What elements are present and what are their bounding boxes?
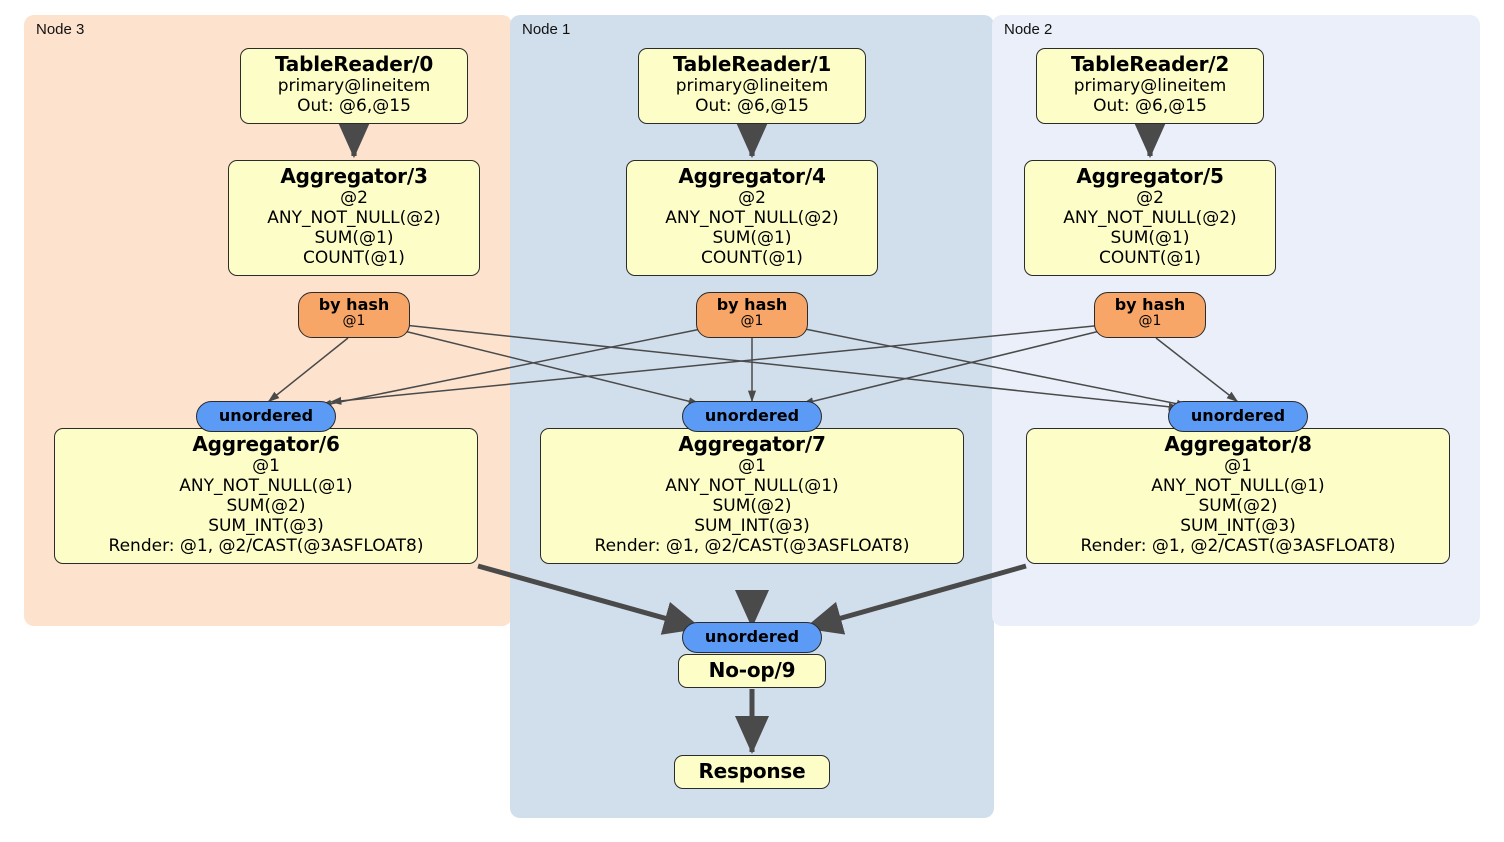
hash-router-node-1[interactable]: by hash @1 [696, 292, 808, 338]
hash-router-column: @1 [740, 312, 764, 329]
processor-detail-line: SUM_INT(@3) [1180, 516, 1296, 537]
processor-detail-line: SUM(@1) [712, 228, 792, 249]
processor-title: TableReader/1 [672, 52, 832, 76]
processor-detail-line: primary@lineitem [277, 76, 431, 97]
processor-detail-line: ANY_NOT_NULL(@1) [179, 476, 353, 497]
node-panel-label-node-1: Node 1 [522, 21, 571, 38]
hash-router-label: by hash [318, 295, 390, 314]
hash-router-node-3[interactable]: by hash @1 [298, 292, 410, 338]
processor-detail-line: Out: @6,@15 [297, 96, 411, 117]
unordered-synchronizer-node-3[interactable]: unordered [196, 401, 336, 432]
processor-detail-line: COUNT(@1) [303, 248, 405, 269]
processor-detail-line: @2 [738, 188, 766, 209]
processor-title: No-op/9 [708, 658, 796, 682]
unordered-label: unordered [704, 627, 800, 646]
processor-title: TableReader/0 [274, 52, 434, 76]
processor-detail-line: primary@lineitem [1073, 76, 1227, 97]
processor-title: Response [698, 759, 806, 783]
processor-box-aggregator-4[interactable]: Aggregator/4 @2 ANY_NOT_NULL(@2) SUM(@1)… [626, 160, 878, 276]
processor-box-aggregator-3[interactable]: Aggregator/3 @2 ANY_NOT_NULL(@2) SUM(@1)… [228, 160, 480, 276]
processor-box-tablereader-2[interactable]: TableReader/2 primary@lineitem Out: @6,@… [1036, 48, 1264, 125]
unordered-label: unordered [1190, 406, 1286, 425]
processor-detail-line: COUNT(@1) [1099, 248, 1201, 269]
processor-title: Aggregator/8 [1164, 432, 1312, 456]
processor-title: Aggregator/3 [280, 164, 428, 188]
processor-detail-line: @2 [340, 188, 368, 209]
processor-title: Aggregator/6 [192, 432, 340, 456]
unordered-synchronizer-node-1[interactable]: unordered [682, 401, 822, 432]
processor-detail-line: SUM_INT(@3) [208, 516, 324, 537]
processor-box-tablereader-0[interactable]: TableReader/0 primary@lineitem Out: @6,@… [240, 48, 468, 125]
node-panel-label-node-3: Node 3 [36, 21, 85, 38]
processor-detail-line: SUM(@1) [314, 228, 394, 249]
hash-router-column: @1 [1138, 312, 1162, 329]
processor-detail-line: @1 [1224, 456, 1252, 477]
processor-detail-line: Out: @6,@15 [695, 96, 809, 117]
processor-title: Aggregator/5 [1076, 164, 1224, 188]
processor-detail-line: @1 [252, 456, 280, 477]
processor-box-aggregator-8[interactable]: Aggregator/8 @1 ANY_NOT_NULL(@1) SUM(@2)… [1026, 428, 1450, 564]
processor-title: Aggregator/7 [678, 432, 826, 456]
processor-detail-line: Render: @1, @2/CAST(@3ASFLOAT8) [1080, 535, 1396, 556]
unordered-label: unordered [218, 406, 314, 425]
processor-detail-line: SUM_INT(@3) [694, 516, 810, 537]
processor-detail-line: SUM(@2) [1198, 496, 1278, 517]
processor-title: Aggregator/4 [678, 164, 826, 188]
hash-router-node-2[interactable]: by hash @1 [1094, 292, 1206, 338]
processor-detail-line: Render: @1, @2/CAST(@3ASFLOAT8) [108, 535, 424, 556]
processor-detail-line: ANY_NOT_NULL(@2) [665, 208, 839, 229]
processor-box-noop-9[interactable]: No-op/9 [678, 654, 826, 689]
processor-box-aggregator-5[interactable]: Aggregator/5 @2 ANY_NOT_NULL(@2) SUM(@1)… [1024, 160, 1276, 276]
hash-router-label: by hash [716, 295, 788, 314]
processor-detail-line: ANY_NOT_NULL(@1) [665, 476, 839, 497]
node-panel-label-node-2: Node 2 [1004, 21, 1053, 38]
processor-box-response[interactable]: Response [674, 755, 830, 790]
processor-detail-line: ANY_NOT_NULL(@1) [1151, 476, 1325, 497]
processor-box-tablereader-1[interactable]: TableReader/1 primary@lineitem Out: @6,@… [638, 48, 866, 125]
unordered-synchronizer-final[interactable]: unordered [682, 622, 822, 653]
hash-router-column: @1 [342, 312, 366, 329]
hash-router-label: by hash [1114, 295, 1186, 314]
processor-detail-line: Out: @6,@15 [1093, 96, 1207, 117]
unordered-label: unordered [704, 406, 800, 425]
unordered-synchronizer-node-2[interactable]: unordered [1168, 401, 1308, 432]
processor-title: TableReader/2 [1070, 52, 1230, 76]
processor-detail-line: @1 [738, 456, 766, 477]
processor-box-aggregator-6[interactable]: Aggregator/6 @1 ANY_NOT_NULL(@1) SUM(@2)… [54, 428, 478, 564]
processor-box-aggregator-7[interactable]: Aggregator/7 @1 ANY_NOT_NULL(@1) SUM(@2)… [540, 428, 964, 564]
processor-detail-line: ANY_NOT_NULL(@2) [267, 208, 441, 229]
processor-detail-line: SUM(@2) [712, 496, 792, 517]
processor-detail-line: Render: @1, @2/CAST(@3ASFLOAT8) [594, 535, 910, 556]
processor-detail-line: COUNT(@1) [701, 248, 803, 269]
processor-detail-line: primary@lineitem [675, 76, 829, 97]
processor-detail-line: SUM(@1) [1110, 228, 1190, 249]
processor-detail-line: ANY_NOT_NULL(@2) [1063, 208, 1237, 229]
processor-detail-line: @2 [1136, 188, 1164, 209]
processor-detail-line: SUM(@2) [226, 496, 306, 517]
